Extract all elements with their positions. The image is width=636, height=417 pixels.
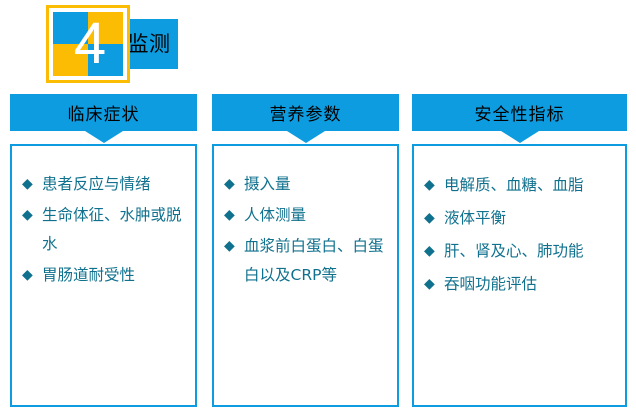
column-header-safety-indicators: 安全性指标 (412, 94, 627, 143)
column-body-clinical-symptoms: ◆ 患者反应与情绪 ◆ 生命体征、水肿或脱水 ◆ 胃肠道耐受性 (10, 144, 197, 407)
list-item: ◆ 生命体征、水肿或脱水 (20, 201, 187, 259)
diamond-bullet-icon: ◆ (22, 267, 33, 283)
list-item-label: 血浆前白蛋白、白蛋白以及CRP等 (244, 237, 384, 284)
column-header-label: 安全性指标 (474, 105, 565, 125)
list-item-label: 肝、肾及心、肺功能 (444, 242, 584, 260)
diamond-bullet-icon: ◆ (424, 177, 435, 193)
list-item-label: 电解质、血糖、血脂 (444, 176, 584, 194)
bullet-list: ◆ 摄入量 ◆ 人体测量 ◆ 血浆前白蛋白、白蛋白以及CRP等 (222, 170, 389, 290)
column-header-nutrition-parameters: 营养参数 (212, 94, 399, 143)
list-item: ◆ 胃肠道耐受性 (20, 261, 187, 290)
list-item-label: 人体测量 (244, 206, 307, 224)
diamond-bullet-icon: ◆ (224, 207, 235, 223)
list-item: ◆ 液体平衡 (422, 203, 617, 234)
diamond-bullet-icon: ◆ (424, 243, 435, 259)
chevron-down-icon (500, 131, 539, 143)
bullet-list: ◆ 电解质、血糖、血脂 ◆ 液体平衡 ◆ 肝、肾及心、肺功能 ◆ 吞咽功能评估 (422, 170, 617, 300)
diamond-bullet-icon: ◆ (22, 176, 33, 192)
list-item-label: 吞咽功能评估 (444, 275, 538, 293)
list-item: ◆ 吞咽功能评估 (422, 269, 617, 300)
bullet-list: ◆ 患者反应与情绪 ◆ 生命体征、水肿或脱水 ◆ 胃肠道耐受性 (20, 170, 187, 290)
list-item-label: 生命体征、水肿或脱水 (42, 206, 182, 253)
chevron-down-icon (84, 131, 123, 143)
column-body-nutrition-parameters: ◆ 摄入量 ◆ 人体测量 ◆ 血浆前白蛋白、白蛋白以及CRP等 (212, 144, 399, 407)
list-item-label: 液体平衡 (444, 209, 507, 227)
badge-quadrant-top-right (88, 12, 123, 44)
list-item: ◆ 血浆前白蛋白、白蛋白以及CRP等 (222, 232, 389, 290)
chevron-down-icon (286, 131, 325, 143)
list-item-label: 患者反应与情绪 (42, 175, 151, 193)
list-item: ◆ 电解质、血糖、血脂 (422, 170, 617, 201)
step-number-label: 4 (73, 11, 107, 76)
diamond-bullet-icon: ◆ (424, 276, 435, 292)
list-item: ◆ 患者反应与情绪 (20, 170, 187, 199)
column-clinical-symptoms: 临床症状 ◆ 患者反应与情绪 ◆ 生命体征、水肿或脱水 ◆ 胃肠道耐受性 (10, 94, 197, 417)
diamond-bullet-icon: ◆ (224, 238, 235, 254)
list-item-label: 胃肠道耐受性 (42, 266, 136, 284)
badge-quadrant-grid: 4 (53, 12, 123, 76)
badge-quadrant-top-left (53, 12, 88, 44)
diagram-header: 监测 4 (0, 0, 636, 90)
diamond-bullet-icon: ◆ (22, 207, 33, 223)
list-item: ◆ 摄入量 (222, 170, 389, 199)
step-number-badge: 4 (46, 5, 130, 83)
column-nutrition-parameters: 营养参数 ◆ 摄入量 ◆ 人体测量 ◆ 血浆前白蛋白、白蛋白以及CRP等 (212, 94, 399, 417)
diamond-bullet-icon: ◆ (224, 176, 235, 192)
column-header-clinical-symptoms: 临床症状 (10, 94, 197, 143)
list-item: ◆ 肝、肾及心、肺功能 (422, 236, 617, 267)
column-safety-indicators: 安全性指标 ◆ 电解质、血糖、血脂 ◆ 液体平衡 ◆ 肝、肾及心、肺功能 ◆ (412, 94, 627, 417)
list-item-label: 摄入量 (244, 175, 291, 193)
column-header-label: 临床症状 (67, 105, 140, 125)
badge-quadrant-bottom-left (53, 44, 88, 76)
section-title-label: 监测 (127, 31, 171, 56)
badge-quadrant-bottom-right (88, 44, 123, 76)
column-header-label: 营养参数 (269, 105, 342, 125)
column-container: 临床症状 ◆ 患者反应与情绪 ◆ 生命体征、水肿或脱水 ◆ 胃肠道耐受性 (0, 94, 636, 417)
list-item: ◆ 人体测量 (222, 201, 389, 230)
diamond-bullet-icon: ◆ (424, 210, 435, 226)
column-body-safety-indicators: ◆ 电解质、血糖、血脂 ◆ 液体平衡 ◆ 肝、肾及心、肺功能 ◆ 吞咽功能评估 (412, 144, 627, 407)
